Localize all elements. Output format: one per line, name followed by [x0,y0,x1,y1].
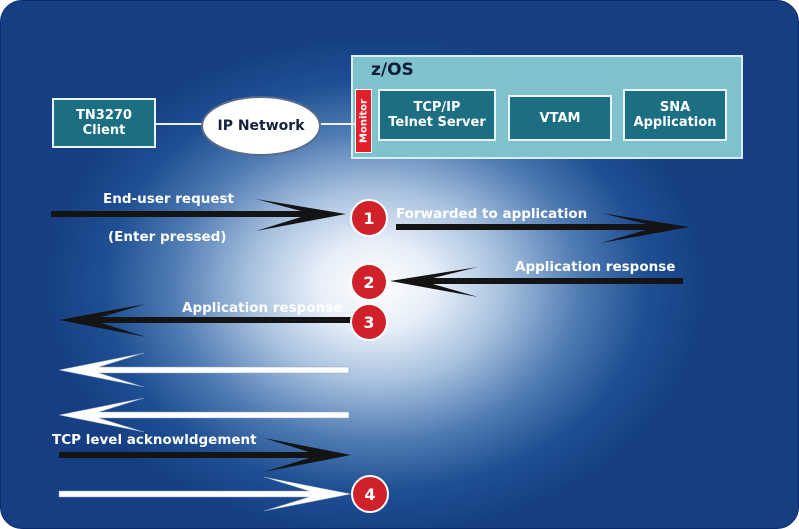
monitor-box: Monitor [355,89,372,153]
tn3270-client-box: TN3270 Client [52,98,156,148]
arrow-tcp-ack [59,438,351,472]
label-enter-pressed: (Enter pressed) [108,229,227,245]
label-tcp-ack: TCP level acknowldgement [52,432,257,448]
label-app-response-left: Application response [182,300,343,316]
arrow-white-right [58,476,352,512]
arrow-app-response-right [390,267,683,297]
label-end-user-request: End-user request [103,191,234,207]
step-marker-1: 1 [350,199,388,237]
telnet-server-box: TCP/IP Telnet Server [378,89,496,141]
step-marker-3: 3 [350,303,388,341]
label-forwarded: Forwarded to application [396,206,588,222]
label-app-response-right: Application response [515,259,676,275]
arrow-white-left-2 [58,397,350,433]
step-marker-2: 2 [350,263,388,301]
arrow-white-left-1 [58,352,350,388]
vtam-box: VTAM [508,95,612,141]
ip-network-cloud: IP Network [201,96,321,156]
arrow-forwarded [396,213,689,243]
zos-title: z/OS [371,60,414,80]
arrow-end-user-request [51,199,346,231]
client-network-link [156,123,203,125]
sna-application-box: SNA Application [623,89,727,141]
arrow-app-response-left [59,304,351,337]
network-zos-link [319,123,355,125]
step-marker-4: 4 [351,475,389,513]
